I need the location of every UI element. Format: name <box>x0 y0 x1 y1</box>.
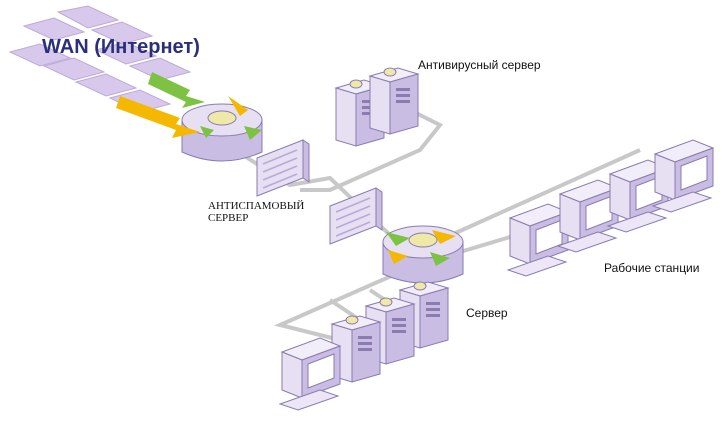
antivirus-server-label: Антивирусный сервер <box>418 58 541 72</box>
lan-firewall-icon <box>329 187 383 245</box>
antivirus-server-icon <box>369 67 419 135</box>
workstation-icon <box>507 203 569 277</box>
antispam-label-line2: СЕРВЕР <box>208 212 249 224</box>
wan-label: WAN (Интернет) <box>42 36 200 58</box>
workstations-label: Рабочие станции <box>604 261 700 275</box>
traffic-arrows <box>116 72 456 266</box>
workstation-icon <box>279 337 341 411</box>
wan-cloud <box>8 5 192 113</box>
antispam-label-line1: АНТИСПАМОВЫЙ <box>208 200 305 212</box>
antispam-firewall-icon <box>256 139 310 197</box>
antispam-server-label: АНТИСПАМОВЫЙ СЕРВЕР <box>208 200 304 224</box>
server-label: Сервер <box>466 306 508 320</box>
